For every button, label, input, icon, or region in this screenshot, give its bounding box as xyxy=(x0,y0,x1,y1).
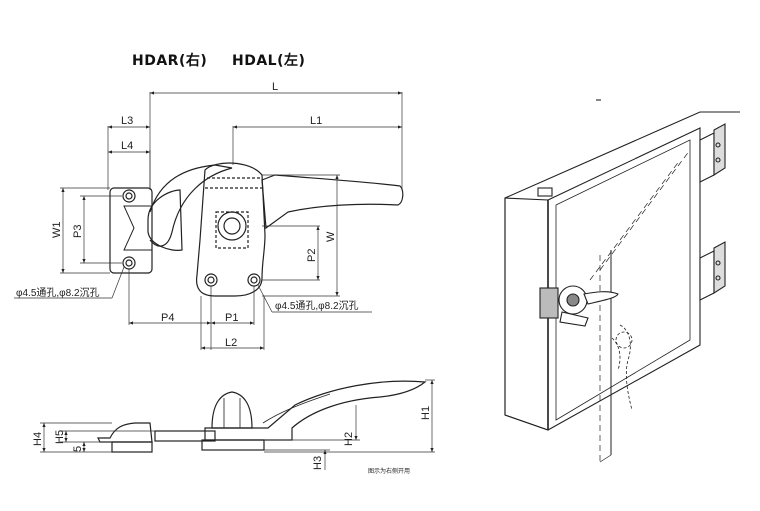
main-body xyxy=(195,162,266,297)
curved-arm xyxy=(149,164,233,247)
catch-hook xyxy=(147,189,183,251)
latch-ghost xyxy=(611,324,633,411)
dim-P4: P4 xyxy=(161,312,174,324)
side-catch xyxy=(97,422,153,443)
dimension-labels: L L1 L3 L4 P4 P1 L2 W1 P3 P2 W φ4.5通孔,φ8… xyxy=(16,81,359,349)
pivot-ring xyxy=(217,211,247,241)
door-panel xyxy=(555,139,691,421)
dim-L2: L2 xyxy=(225,337,237,349)
hole-callout-left: φ4.5通孔,φ8.2沉孔 xyxy=(16,286,100,299)
dim-H5: H5 xyxy=(54,430,66,444)
side-dome xyxy=(211,391,253,429)
model-left-label: HDAL(左) xyxy=(232,53,306,69)
dim-W: W xyxy=(325,231,337,242)
dim-W1: W1 xyxy=(51,222,63,239)
dim-L1: L1 xyxy=(310,115,322,127)
side-bottom-plate xyxy=(201,439,265,451)
side-body xyxy=(204,380,427,441)
handle xyxy=(261,174,404,230)
dim-P2: P2 xyxy=(306,249,318,262)
top-view xyxy=(109,162,404,297)
dim-H2: H2 xyxy=(343,432,355,446)
model-right-label: HDAR(右) xyxy=(132,53,208,69)
left-plate-slot xyxy=(123,205,153,251)
left-hole-top xyxy=(122,189,136,203)
hole-callout-right: φ4.5通孔,φ8.2沉孔 xyxy=(275,299,359,312)
dimension-lines xyxy=(14,91,403,350)
hinge-bottom xyxy=(699,241,726,301)
cabinet-top-edge xyxy=(504,111,740,199)
dim-H3: H3 xyxy=(312,456,324,470)
left-hole-bottom xyxy=(122,256,136,270)
body-hole-right xyxy=(247,273,261,287)
side-dimension-labels: H4 H5 5 H2 H3 H1 xyxy=(32,406,432,470)
dim-L3: L3 xyxy=(121,115,133,127)
footnote: 图示为右侧开用 xyxy=(368,468,411,475)
dim-H1: H1 xyxy=(420,406,432,420)
dim-P1: P1 xyxy=(225,312,238,324)
dim-P3: P3 xyxy=(72,225,84,238)
side-base-plate xyxy=(154,430,216,442)
side-view xyxy=(97,380,427,453)
side-dimension-lines xyxy=(40,379,435,470)
dim-5: 5 xyxy=(72,446,84,452)
body-hole-left xyxy=(204,273,218,287)
perspective-view xyxy=(504,99,740,463)
dim-L: L xyxy=(272,81,278,93)
dim-L4: L4 xyxy=(121,140,133,152)
dim-H4: H4 xyxy=(32,432,44,446)
latch-installed xyxy=(539,285,619,327)
hinge-top xyxy=(699,123,726,183)
